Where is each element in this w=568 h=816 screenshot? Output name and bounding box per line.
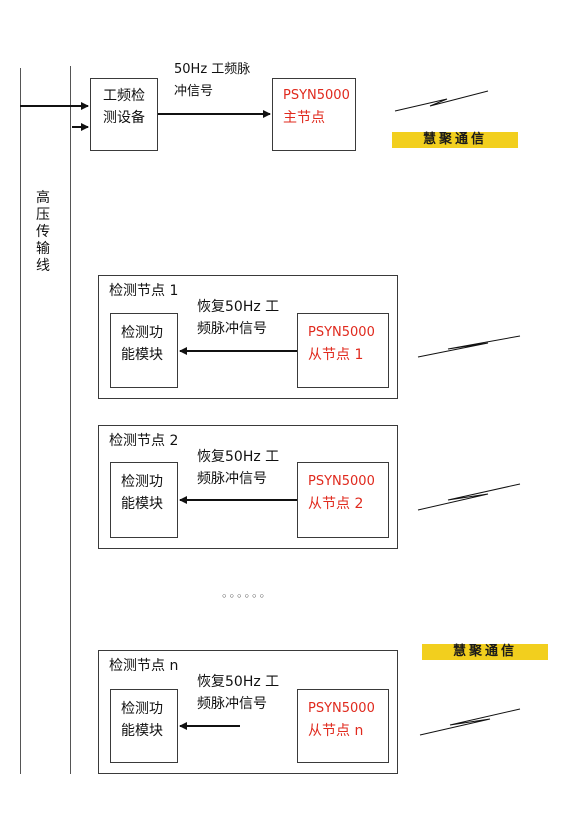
node-signal-1a: 恢复50Hz 工 bbox=[197, 299, 280, 315]
slave-box-1: PSYN5000 从节点 1 bbox=[297, 313, 389, 388]
node-title-n: 检测节点 n bbox=[109, 658, 179, 674]
module-label-na: 检测功 bbox=[121, 701, 163, 717]
node-title-2: 检测节点 2 bbox=[109, 433, 179, 449]
node-title-1: 检测节点 1 bbox=[109, 283, 179, 299]
node-signal-2a: 恢复50Hz 工 bbox=[197, 449, 280, 465]
master-role: 主节点 bbox=[283, 110, 325, 126]
node-signal-1b: 频脉冲信号 bbox=[197, 321, 267, 337]
master-node-box: PSYN5000 主节点 bbox=[272, 78, 356, 151]
transmission-line-right bbox=[70, 66, 71, 774]
module-box-1: 检测功 能模块 bbox=[110, 313, 178, 388]
node-signal-na: 恢复50Hz 工 bbox=[197, 674, 280, 690]
slave-role-2: 从节点 2 bbox=[308, 496, 364, 512]
signal-label-1: 50Hz 工频脉 bbox=[174, 62, 251, 77]
slave-model-2: PSYN5000 bbox=[308, 474, 375, 489]
signal-label-2: 冲信号 bbox=[174, 84, 214, 99]
node-signal-nb: 频脉冲信号 bbox=[197, 696, 267, 712]
module-box-2: 检测功 能模块 bbox=[110, 462, 178, 538]
wireless-zigzag-n bbox=[419, 708, 521, 736]
slave-role-1: 从节点 1 bbox=[308, 347, 364, 363]
detector-label-2: 测设备 bbox=[103, 110, 145, 126]
company-banner-bottom: 慧聚通信 bbox=[422, 644, 548, 660]
ellipsis: ◦◦◦◦◦◦ bbox=[221, 590, 266, 603]
detector-box: 工频检 测设备 bbox=[90, 78, 158, 151]
wireless-zigzag-2 bbox=[417, 483, 521, 511]
module-label-nb: 能模块 bbox=[121, 723, 163, 739]
slave-box-2: PSYN5000 从节点 2 bbox=[297, 462, 389, 538]
company-banner-top: 慧聚通信 bbox=[392, 132, 518, 148]
slave-box-n: PSYN5000 从节点 n bbox=[297, 689, 389, 763]
master-model: PSYN5000 bbox=[283, 88, 350, 103]
transmission-line-label: 高压传输线 bbox=[36, 190, 50, 274]
module-label-1a: 检测功 bbox=[121, 325, 163, 341]
wireless-zigzag-1 bbox=[417, 335, 521, 358]
module-label-2b: 能模块 bbox=[121, 496, 163, 512]
module-label-2a: 检测功 bbox=[121, 474, 163, 490]
slave-role-n: 从节点 n bbox=[308, 723, 364, 739]
node-signal-2b: 频脉冲信号 bbox=[197, 471, 267, 487]
module-label-1b: 能模块 bbox=[121, 347, 163, 363]
transmission-line-left bbox=[20, 68, 21, 774]
detector-label-1: 工频检 bbox=[103, 88, 145, 104]
slave-model-1: PSYN5000 bbox=[308, 325, 375, 340]
wireless-zigzag-master bbox=[394, 90, 489, 112]
slave-model-n: PSYN5000 bbox=[308, 701, 375, 716]
module-box-n: 检测功 能模块 bbox=[110, 689, 178, 763]
